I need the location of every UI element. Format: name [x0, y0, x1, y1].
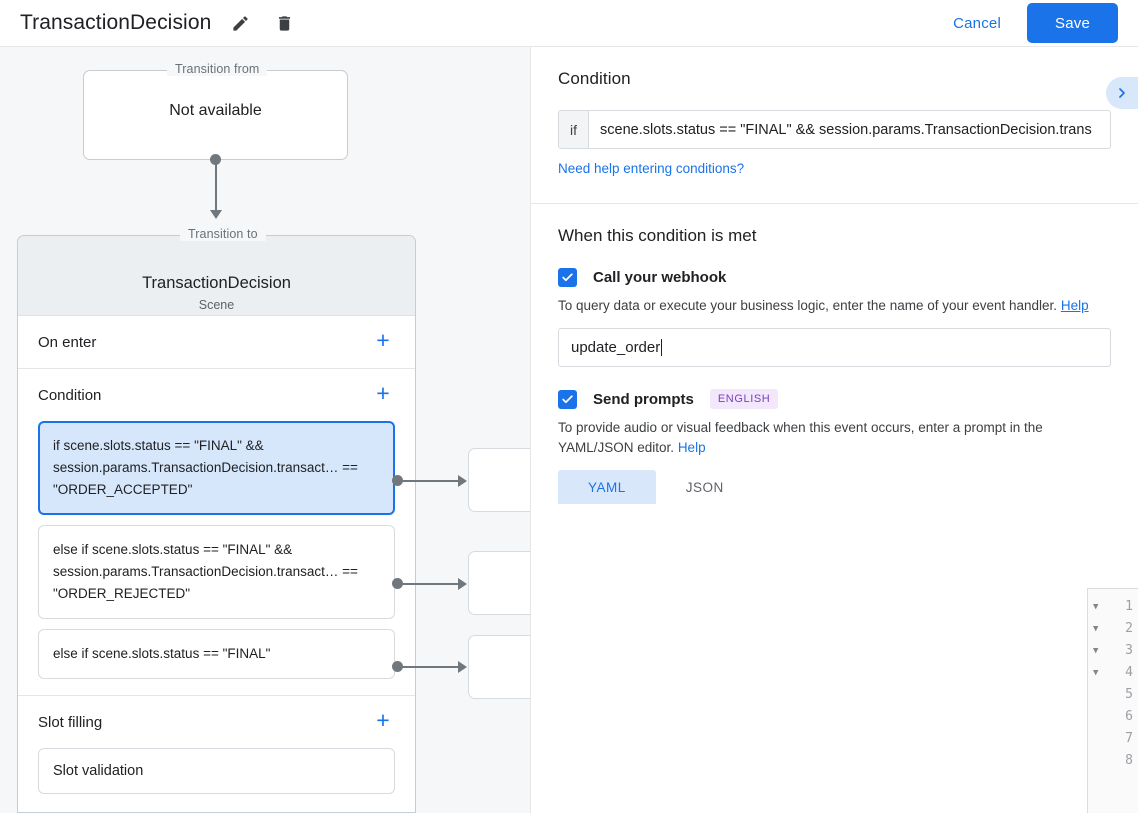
condition-2-arrowhead	[458, 661, 467, 673]
line-number: 1	[1125, 599, 1133, 614]
check-icon	[562, 394, 573, 403]
pencil-icon	[233, 15, 248, 31]
target-node-1[interactable]	[468, 551, 530, 615]
when-met-heading: When this condition is met	[558, 226, 757, 245]
details-panel: Condition if scene.slots.status == "FINA…	[530, 47, 1138, 813]
edit-pencil-icon[interactable]	[225, 8, 255, 38]
line-number: 4	[1125, 665, 1133, 680]
line-number: 7	[1125, 731, 1133, 746]
section-title-slot-filling: Slot filling	[38, 713, 103, 731]
scene-name: TransactionDecision	[142, 274, 291, 292]
condition-2-edge	[398, 666, 460, 668]
condition-1-arrowhead	[458, 578, 467, 590]
line-number: 5	[1125, 687, 1133, 702]
scene-card: TransactionDecision Scene On enter + Con…	[17, 235, 416, 813]
call-webhook-checkbox[interactable]	[558, 268, 577, 287]
fold-marker-2[interactable]: ▼	[1093, 624, 1099, 634]
condition-2-output-dot	[392, 661, 403, 672]
connector-arrowhead	[209, 210, 222, 219]
webhook-handler-input[interactable]: update_order	[558, 328, 1111, 367]
editor-line-numbers: 1 2 3 4 5 6 7 8	[1109, 589, 1138, 813]
transition-from-legend: Transition from	[167, 62, 268, 76]
prompts-help-link[interactable]: Help	[677, 440, 706, 455]
section-slot-filling: Slot filling + Slot validation	[18, 696, 415, 808]
scene-graph-canvas[interactable]: Not available Transition from Transactio…	[0, 47, 530, 813]
prompts-hint-text: To provide audio or visual feedback when…	[558, 420, 1043, 455]
prompts-hint: To provide audio or visual feedback when…	[558, 418, 1110, 458]
section-header-slot-filling: Slot filling +	[38, 696, 395, 748]
webhook-checkbox-row[interactable]: Call your webhook	[558, 268, 1111, 287]
condition-1-output-dot	[392, 578, 403, 589]
save-button[interactable]: Save	[1027, 3, 1118, 43]
editor-fold-gutter[interactable]: ▼ ▼ ▼ ▼	[1088, 589, 1109, 813]
transition-from-box: Not available	[83, 70, 348, 160]
webhook-hint-text: To query data or execute your business l…	[558, 298, 1058, 313]
send-prompts-label: Send prompts	[593, 390, 694, 408]
line-number: 3	[1125, 643, 1133, 658]
connector-line	[215, 159, 217, 211]
transition-to-legend: Transition to	[180, 227, 266, 241]
chevron-right-icon	[1119, 88, 1125, 98]
condition-item-0[interactable]: if scene.slots.status == "FINAL" && sess…	[38, 421, 395, 515]
yaml-editor[interactable]: ▼ ▼ ▼ ▼ 1 2 3 4 5 6 7 8 candidates: - fi…	[1087, 588, 1138, 813]
section-header-on-enter: On enter +	[38, 316, 395, 368]
trash-icon	[278, 15, 290, 31]
check-icon	[562, 273, 573, 282]
add-slot-filling-button[interactable]: +	[376, 707, 390, 733]
fold-marker-4[interactable]: ▼	[1093, 668, 1099, 678]
condition-item-1[interactable]: else if scene.slots.status == "FINAL" &&…	[38, 525, 395, 619]
webhook-hint: To query data or execute your business l…	[558, 296, 1111, 316]
condition-item-2[interactable]: else if scene.slots.status == "FINAL"	[38, 629, 395, 679]
tab-yaml[interactable]: YAML	[558, 470, 656, 504]
fold-marker-1[interactable]: ▼	[1093, 602, 1099, 612]
line-number: 8	[1125, 753, 1133, 768]
condition-1-edge	[398, 583, 460, 585]
editor-format-tabs: YAML JSON	[558, 470, 1111, 504]
webhook-help-link[interactable]: Help	[1060, 298, 1089, 313]
target-node-0[interactable]	[468, 448, 530, 512]
fold-marker-3[interactable]: ▼	[1093, 646, 1099, 656]
call-webhook-label: Call your webhook	[593, 269, 727, 286]
condition-0-arrowhead	[458, 475, 467, 487]
delete-trash-icon[interactable]	[269, 8, 299, 38]
section-condition: Condition + if scene.slots.status == "FI…	[18, 369, 415, 696]
prompts-checkbox-row[interactable]: Send prompts ENGLISH	[558, 389, 1111, 409]
slot-validation-item[interactable]: Slot validation	[38, 748, 395, 794]
panel-when-met-section: When this condition is met Call your web…	[531, 204, 1138, 504]
need-help-link[interactable]: Need help entering conditions?	[558, 161, 745, 176]
section-on-enter: On enter +	[18, 316, 415, 369]
tab-json[interactable]: JSON	[685, 479, 724, 495]
top-bar: TransactionDecision Cancel Save	[0, 0, 1138, 47]
scene-card-header: TransactionDecision Scene	[18, 236, 415, 316]
scene-type-label: Scene	[198, 298, 235, 312]
condition-0-edge	[398, 480, 460, 482]
if-prefix-label: if	[559, 111, 589, 148]
section-title-condition: Condition	[38, 386, 102, 404]
target-node-2[interactable]	[468, 635, 530, 699]
expand-panel-button[interactable]	[1106, 77, 1138, 109]
panel-condition-heading: Condition	[558, 69, 631, 88]
section-title-on-enter: On enter	[38, 333, 97, 351]
cancel-button[interactable]: Cancel	[943, 7, 1011, 40]
add-on-enter-button[interactable]: +	[376, 327, 390, 353]
text-caret	[661, 339, 663, 356]
line-number: 2	[1125, 621, 1133, 636]
language-badge: ENGLISH	[709, 389, 779, 409]
section-header-condition: Condition +	[38, 369, 395, 421]
send-prompts-checkbox[interactable]	[558, 389, 577, 409]
transition-from-value: Not available	[169, 102, 262, 119]
webhook-handler-value: update_order	[571, 339, 661, 356]
panel-condition-section: Condition if scene.slots.status == "FINA…	[531, 47, 1138, 204]
add-condition-button[interactable]: +	[376, 380, 390, 406]
condition-input-row[interactable]: if scene.slots.status == "FINAL" && sess…	[558, 110, 1111, 149]
condition-input[interactable]: scene.slots.status == "FINAL" && session…	[600, 121, 1092, 138]
condition-0-output-dot	[392, 475, 403, 486]
page-title: TransactionDecision	[20, 11, 212, 34]
line-number: 6	[1125, 709, 1133, 724]
